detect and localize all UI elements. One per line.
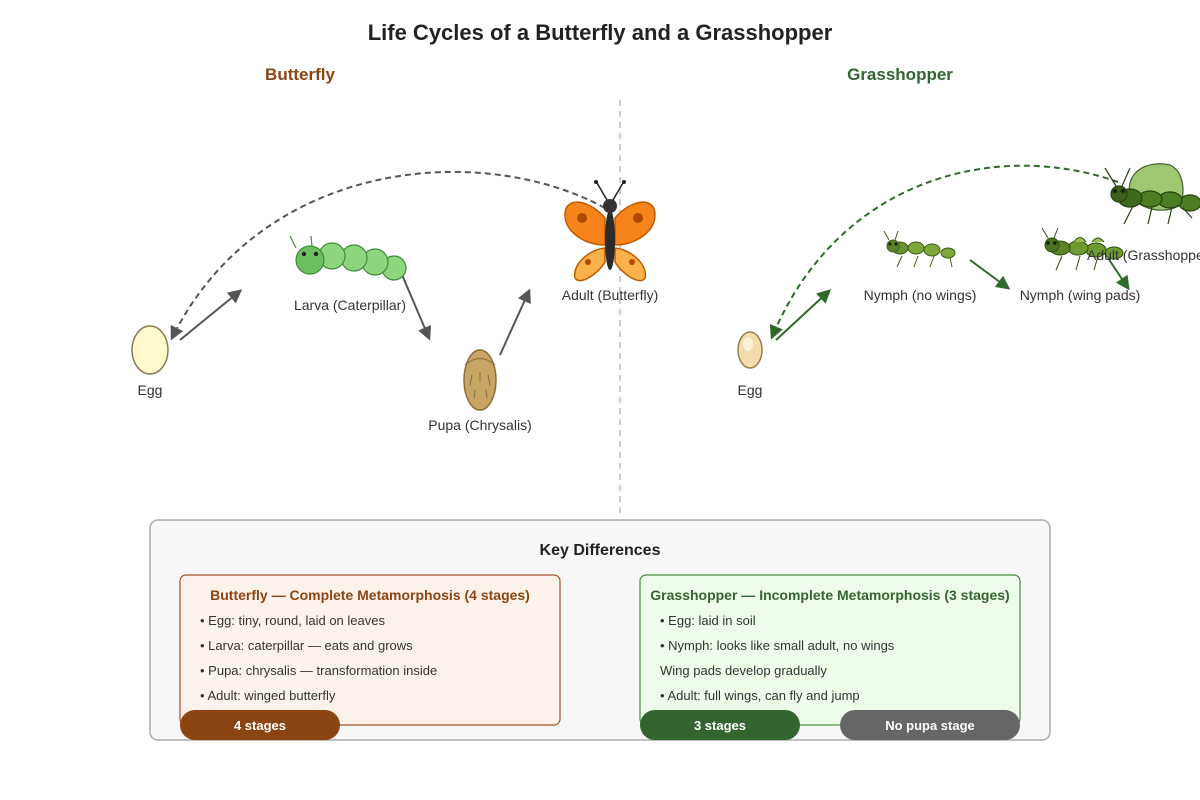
- grasshopper-stages-badge-label: 3 stages: [694, 718, 746, 733]
- arrow-nymph-to-adult: [1107, 257, 1130, 291]
- butterfly-box-title: Butterfly — Complete Metamorphosis (4 st…: [210, 587, 530, 603]
- grasshopper-stages-badge: 3 stages: [640, 710, 800, 740]
- nymph-no-wings-icon: [883, 230, 956, 268]
- caterpillar-icon: [289, 235, 407, 281]
- butterfly-stages-badge: 4 stages: [180, 710, 340, 740]
- grasshopper-bullet-1: • Egg: laid in soil: [660, 613, 756, 628]
- butterfly-bullet-3: • Pupa: chrysalis — transformation insid…: [200, 663, 437, 678]
- arrow-egg-to-nymph: [775, 289, 832, 341]
- butterfly-bullet-2: • Larva: caterpillar — eats and grows: [200, 638, 413, 653]
- butterfly-egg-icon: [131, 325, 169, 375]
- grasshopper-bullet-3: Wing pads develop gradually: [660, 663, 827, 678]
- butterfly-icon: [564, 180, 656, 282]
- key-differences-heading: Key Differences: [540, 542, 661, 559]
- butterfly-bullet-4: • Adult: winged butterfly: [200, 688, 336, 703]
- butterfly-egg-label: Egg: [138, 382, 163, 398]
- no-pupa-badge: No pupa stage: [840, 710, 1020, 740]
- grasshopper-bullet-2: • Nymph: looks like small adult, no wing…: [660, 638, 895, 653]
- pupa-label: Pupa (Chrysalis): [428, 417, 531, 433]
- nymph-wing-pads-icon: [1041, 227, 1124, 271]
- arrow-egg-to-larva: [179, 289, 243, 341]
- chrysalis-icon: [463, 349, 497, 411]
- adult-grasshopper-label: Adult (Grasshopper): [1087, 247, 1200, 263]
- grasshopper-bullet-4: • Adult: full wings, can fly and jump: [660, 688, 860, 703]
- grasshopper-metamorphosis-box: [639, 574, 1021, 726]
- larva-label: Larva (Caterpillar): [294, 297, 406, 313]
- nymph-no-wings-label: Nymph (no wings): [864, 287, 977, 303]
- adult-grasshopper-icon: [1104, 163, 1200, 225]
- grasshopper-heading: Grasshopper: [847, 65, 953, 84]
- butterfly-stages-badge-label: 4 stages: [234, 718, 286, 733]
- butterfly-bullet-1: • Egg: tiny, round, laid on leaves: [200, 613, 385, 628]
- butterfly-cycle-return-arrow: [170, 170, 606, 341]
- arrow-larva-to-pupa: [399, 269, 432, 341]
- grasshopper-box-title: Grasshopper — Incomplete Metamorphosis (…: [650, 587, 1009, 603]
- butterfly-heading: Butterfly: [265, 65, 335, 84]
- grasshopper-egg-icon: [737, 331, 763, 369]
- no-pupa-badge-label: No pupa stage: [885, 718, 975, 733]
- arrow-nymph-to-nymph: [969, 259, 1011, 290]
- arrow-pupa-to-adult: [499, 288, 531, 356]
- page-title: Life Cycles of a Butterfly and a Grassho…: [368, 20, 833, 45]
- nymph-wing-pads-label: Nymph (wing pads): [1020, 287, 1141, 303]
- grasshopper-egg-label: Egg: [738, 382, 763, 398]
- butterfly-metamorphosis-box: [179, 574, 561, 726]
- butterfly-adult-label: Adult (Butterfly): [562, 287, 658, 303]
- grasshopper-cycle-return-arrow: [769, 164, 1119, 340]
